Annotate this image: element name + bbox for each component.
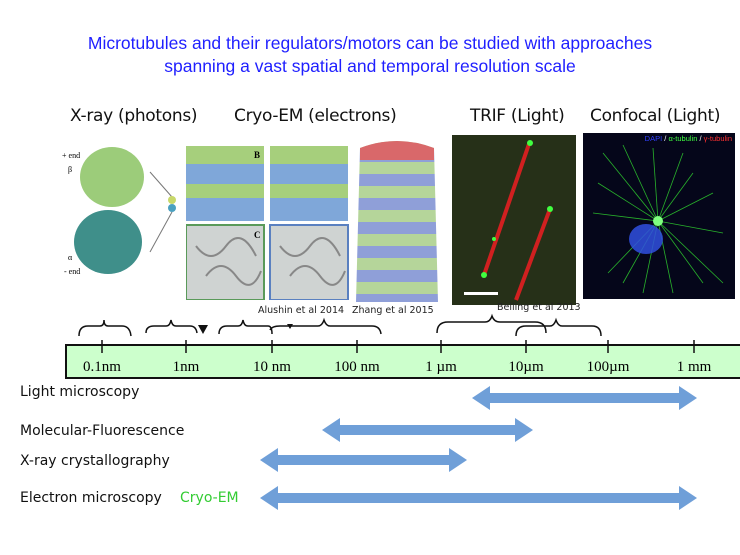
microtubule-model-image bbox=[352, 138, 442, 302]
slide-title-line2: spanning a vast spatial and temporal res… bbox=[164, 56, 576, 76]
range-label-em: Electron microscopy bbox=[20, 490, 162, 506]
range-label-fluorescence: Molecular-Fluorescence bbox=[20, 423, 185, 439]
alpha-label: α bbox=[68, 253, 73, 262]
cryo-em-label: Cryo-EM bbox=[180, 490, 239, 506]
scale-tick-label: 10µm bbox=[508, 359, 544, 375]
dapi-label: DAPI bbox=[644, 134, 663, 143]
confocal-image: DAPI / α-tubulin / γ-tubulin bbox=[583, 133, 735, 299]
xray-structure-image: + end β α - end bbox=[60, 132, 190, 292]
range-braces bbox=[78, 313, 602, 337]
separator: / bbox=[697, 134, 704, 143]
minus-end-label: - end bbox=[64, 267, 80, 276]
caption-alushin: Alushin et al 2014 bbox=[258, 305, 345, 316]
scale-tick-label: 1nm bbox=[173, 359, 200, 375]
heading-cryoem: Cryo-EM (electrons) bbox=[234, 106, 397, 126]
scale-tick-label: 1 mm bbox=[677, 359, 712, 375]
range-arrow bbox=[260, 448, 467, 472]
alpha-tubulin-label: α-tubulin bbox=[668, 134, 698, 143]
heading-xray: X-ray (photons) bbox=[70, 106, 198, 126]
heading-confocal: Confocal (Light) bbox=[590, 106, 721, 126]
panel-b-label: B bbox=[254, 150, 260, 160]
caption-beiling: Beiling et al 2013 bbox=[497, 302, 581, 313]
scale-tick-label: 100µm bbox=[587, 359, 630, 375]
heading-trif: TRIF (Light) bbox=[470, 106, 565, 126]
gamma-tubulin-label: γ-tubulin bbox=[703, 134, 732, 143]
slide-title-line1: Microtubules and their regulators/motors… bbox=[87, 33, 653, 53]
cryoem-density-image: B C bbox=[186, 146, 350, 300]
scale-tick-label: 1 µm bbox=[425, 359, 457, 375]
plus-end-label: + end bbox=[62, 151, 80, 160]
panel-c-label: C bbox=[254, 230, 261, 240]
beta-label: β bbox=[68, 165, 72, 174]
scale-tick-label: 10 nm bbox=[253, 359, 291, 375]
trif-image bbox=[452, 135, 576, 305]
marker-triangle bbox=[198, 325, 208, 334]
marker-triangle bbox=[287, 324, 293, 329]
range-arrow bbox=[260, 486, 697, 510]
range-arrow bbox=[472, 386, 697, 410]
range-arrow bbox=[322, 418, 533, 442]
scale-bar-track bbox=[65, 344, 740, 379]
separator: / bbox=[662, 134, 669, 143]
scale-tick-label: 0.1nm bbox=[83, 359, 121, 375]
scale-bar bbox=[464, 292, 498, 295]
stain-legend: DAPI / α-tubulin / γ-tubulin bbox=[645, 134, 732, 143]
range-label-light: Light microscopy bbox=[20, 384, 140, 400]
scale-tick-label: 100 nm bbox=[334, 359, 380, 375]
caption-zhang: Zhang et al 2015 bbox=[352, 305, 434, 316]
range-label-xray: X-ray crystallography bbox=[20, 453, 170, 469]
